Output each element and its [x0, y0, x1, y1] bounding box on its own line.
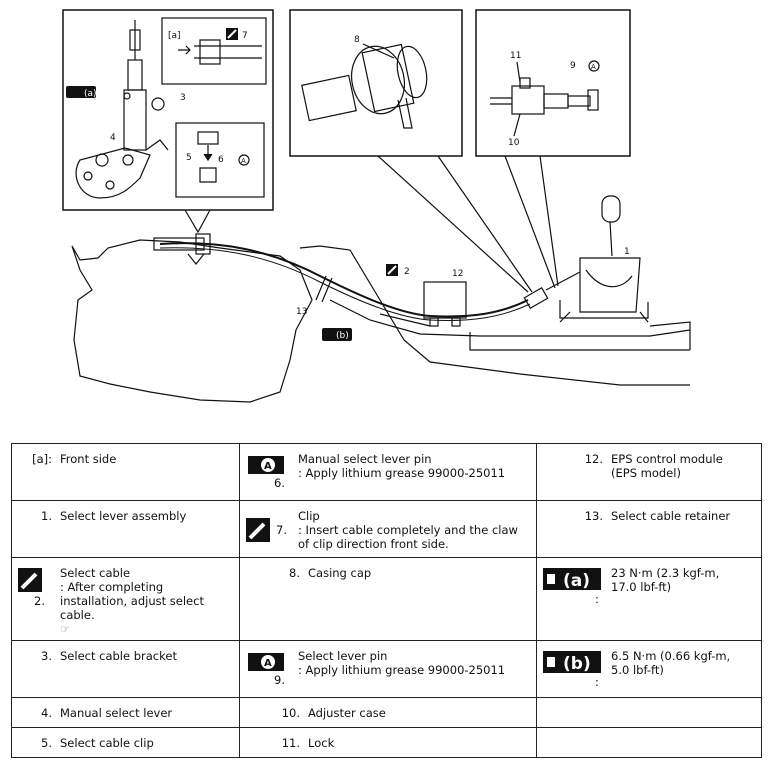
adjust-symbol	[386, 264, 398, 276]
legend-note: (EPS model)	[611, 466, 681, 480]
callout-10: 10	[508, 138, 520, 148]
callout-13: 13	[296, 307, 307, 317]
legend-note: 5.0 lbf-ft)	[611, 663, 664, 677]
svg-text:(a): (a)	[563, 571, 590, 591]
svg-text:A: A	[264, 658, 272, 669]
legend-num: 9.	[274, 673, 285, 687]
select-cable	[159, 242, 529, 318]
legend-num: 5.	[41, 736, 52, 750]
grease-symbol	[238, 60, 600, 166]
wrench-icon	[322, 328, 352, 341]
legend-num: 2.	[34, 594, 45, 608]
inset-box-clip	[161, 17, 267, 85]
legend-text: Select cable bracket	[60, 649, 177, 663]
svg-text:A: A	[264, 461, 272, 472]
legend-num: 10.	[281, 706, 300, 720]
table-row: 2. Select cable: After completing install…	[11, 557, 762, 641]
callout-torque-a: (a)	[84, 89, 97, 99]
legend-note: : Apply lithium grease 99000-25011	[298, 466, 506, 480]
legend-text: Lock	[308, 736, 335, 750]
legend-note: : Insert cable completely and the claw o…	[298, 523, 518, 551]
table-row: 1. Select lever assembly 7. Clip: Insert c…	[11, 500, 762, 558]
callout-4: 4	[110, 133, 116, 143]
callout-12: 12	[452, 269, 463, 279]
table-row: 4. Manual select lever 10. Adjuster case	[11, 697, 762, 728]
legend-text: Manual select lever pin	[298, 452, 432, 466]
callout-front: [a]	[168, 31, 181, 41]
legend-note: 17.0 lbf-ft)	[611, 580, 672, 594]
legend-text: EPS control module	[611, 452, 723, 466]
detail-box-lever-bracket	[62, 9, 274, 211]
legend-num: 3.	[41, 649, 52, 663]
callout-6: 6	[218, 155, 224, 165]
legend-text: Select lever pin	[298, 649, 388, 663]
detail-box-adjuster	[475, 9, 631, 157]
detail-box-casing-cap	[289, 9, 463, 157]
legend-text: Adjuster case	[308, 706, 386, 720]
torque-a-icon: (a)	[543, 568, 601, 591]
legend-num: 7.	[276, 523, 287, 537]
callout-1: 1	[624, 247, 630, 257]
callout-5: 5	[186, 153, 192, 163]
legend-note: : Apply lithium grease 99000-25011	[298, 663, 506, 677]
legend-text: 6.5 N·m (0.66 kgf-m,	[611, 649, 731, 663]
legend-text: Clip	[298, 509, 320, 523]
grease-icon: A	[248, 653, 284, 671]
legend-text: Select cable	[60, 566, 131, 580]
legend-num: [a]:	[32, 452, 52, 466]
legend-text: Select cable retainer	[611, 509, 731, 523]
eps-control-module	[423, 281, 467, 319]
legend-num: 1.	[41, 509, 52, 523]
legend-num: :	[595, 675, 599, 689]
legend-text: Select lever assembly	[60, 509, 187, 523]
legend-num: :	[595, 592, 599, 606]
select-cable-diagram: [a] 7 3 (a) 4 5 6 A 8 11 9 A 10 1 2 12 1…	[62, 9, 691, 403]
legend-note: : After completing installation, adjust …	[60, 580, 204, 622]
transmission-outline	[71, 239, 313, 403]
callout-icon-a-9: A	[591, 63, 596, 71]
legend-num: 8.	[289, 566, 300, 580]
table-row: 5. Select cable clip 11. Lock	[11, 727, 762, 758]
clip-insert-icon	[246, 518, 270, 542]
svg-text:(b): (b)	[563, 654, 591, 674]
callout-11: 11	[510, 51, 521, 61]
legend-text: Manual select lever	[60, 706, 173, 720]
grease-icon: A	[248, 456, 284, 474]
reference-icon: ☞	[60, 622, 71, 636]
callout-3: 3	[180, 93, 186, 103]
callout-7: 7	[242, 31, 248, 41]
clip-symbol	[226, 28, 238, 40]
legend-num: 12.	[584, 452, 603, 466]
inset-box-pin	[175, 122, 265, 198]
legend-text: 23 N·m (2.3 kgf-m,	[611, 566, 720, 580]
callout-torque-b: (b)	[336, 331, 349, 341]
legend-num: 11.	[281, 736, 300, 750]
callout-icon-a-6: A	[241, 157, 246, 165]
legend-text: Select cable clip	[60, 736, 154, 750]
callout-9: 9	[570, 61, 576, 71]
callout-8: 8	[354, 35, 360, 45]
torque-b-icon: (b)	[543, 651, 601, 674]
legend-num: 13.	[584, 509, 603, 523]
legend-num: 4.	[41, 706, 52, 720]
legend-text: Front side	[60, 452, 117, 466]
adjust-icon	[18, 568, 42, 592]
wrench-icon	[66, 86, 96, 98]
callout-2: 2	[404, 267, 410, 277]
legend-num: 6.	[274, 476, 285, 490]
legend-text: Casing cap	[308, 566, 372, 580]
